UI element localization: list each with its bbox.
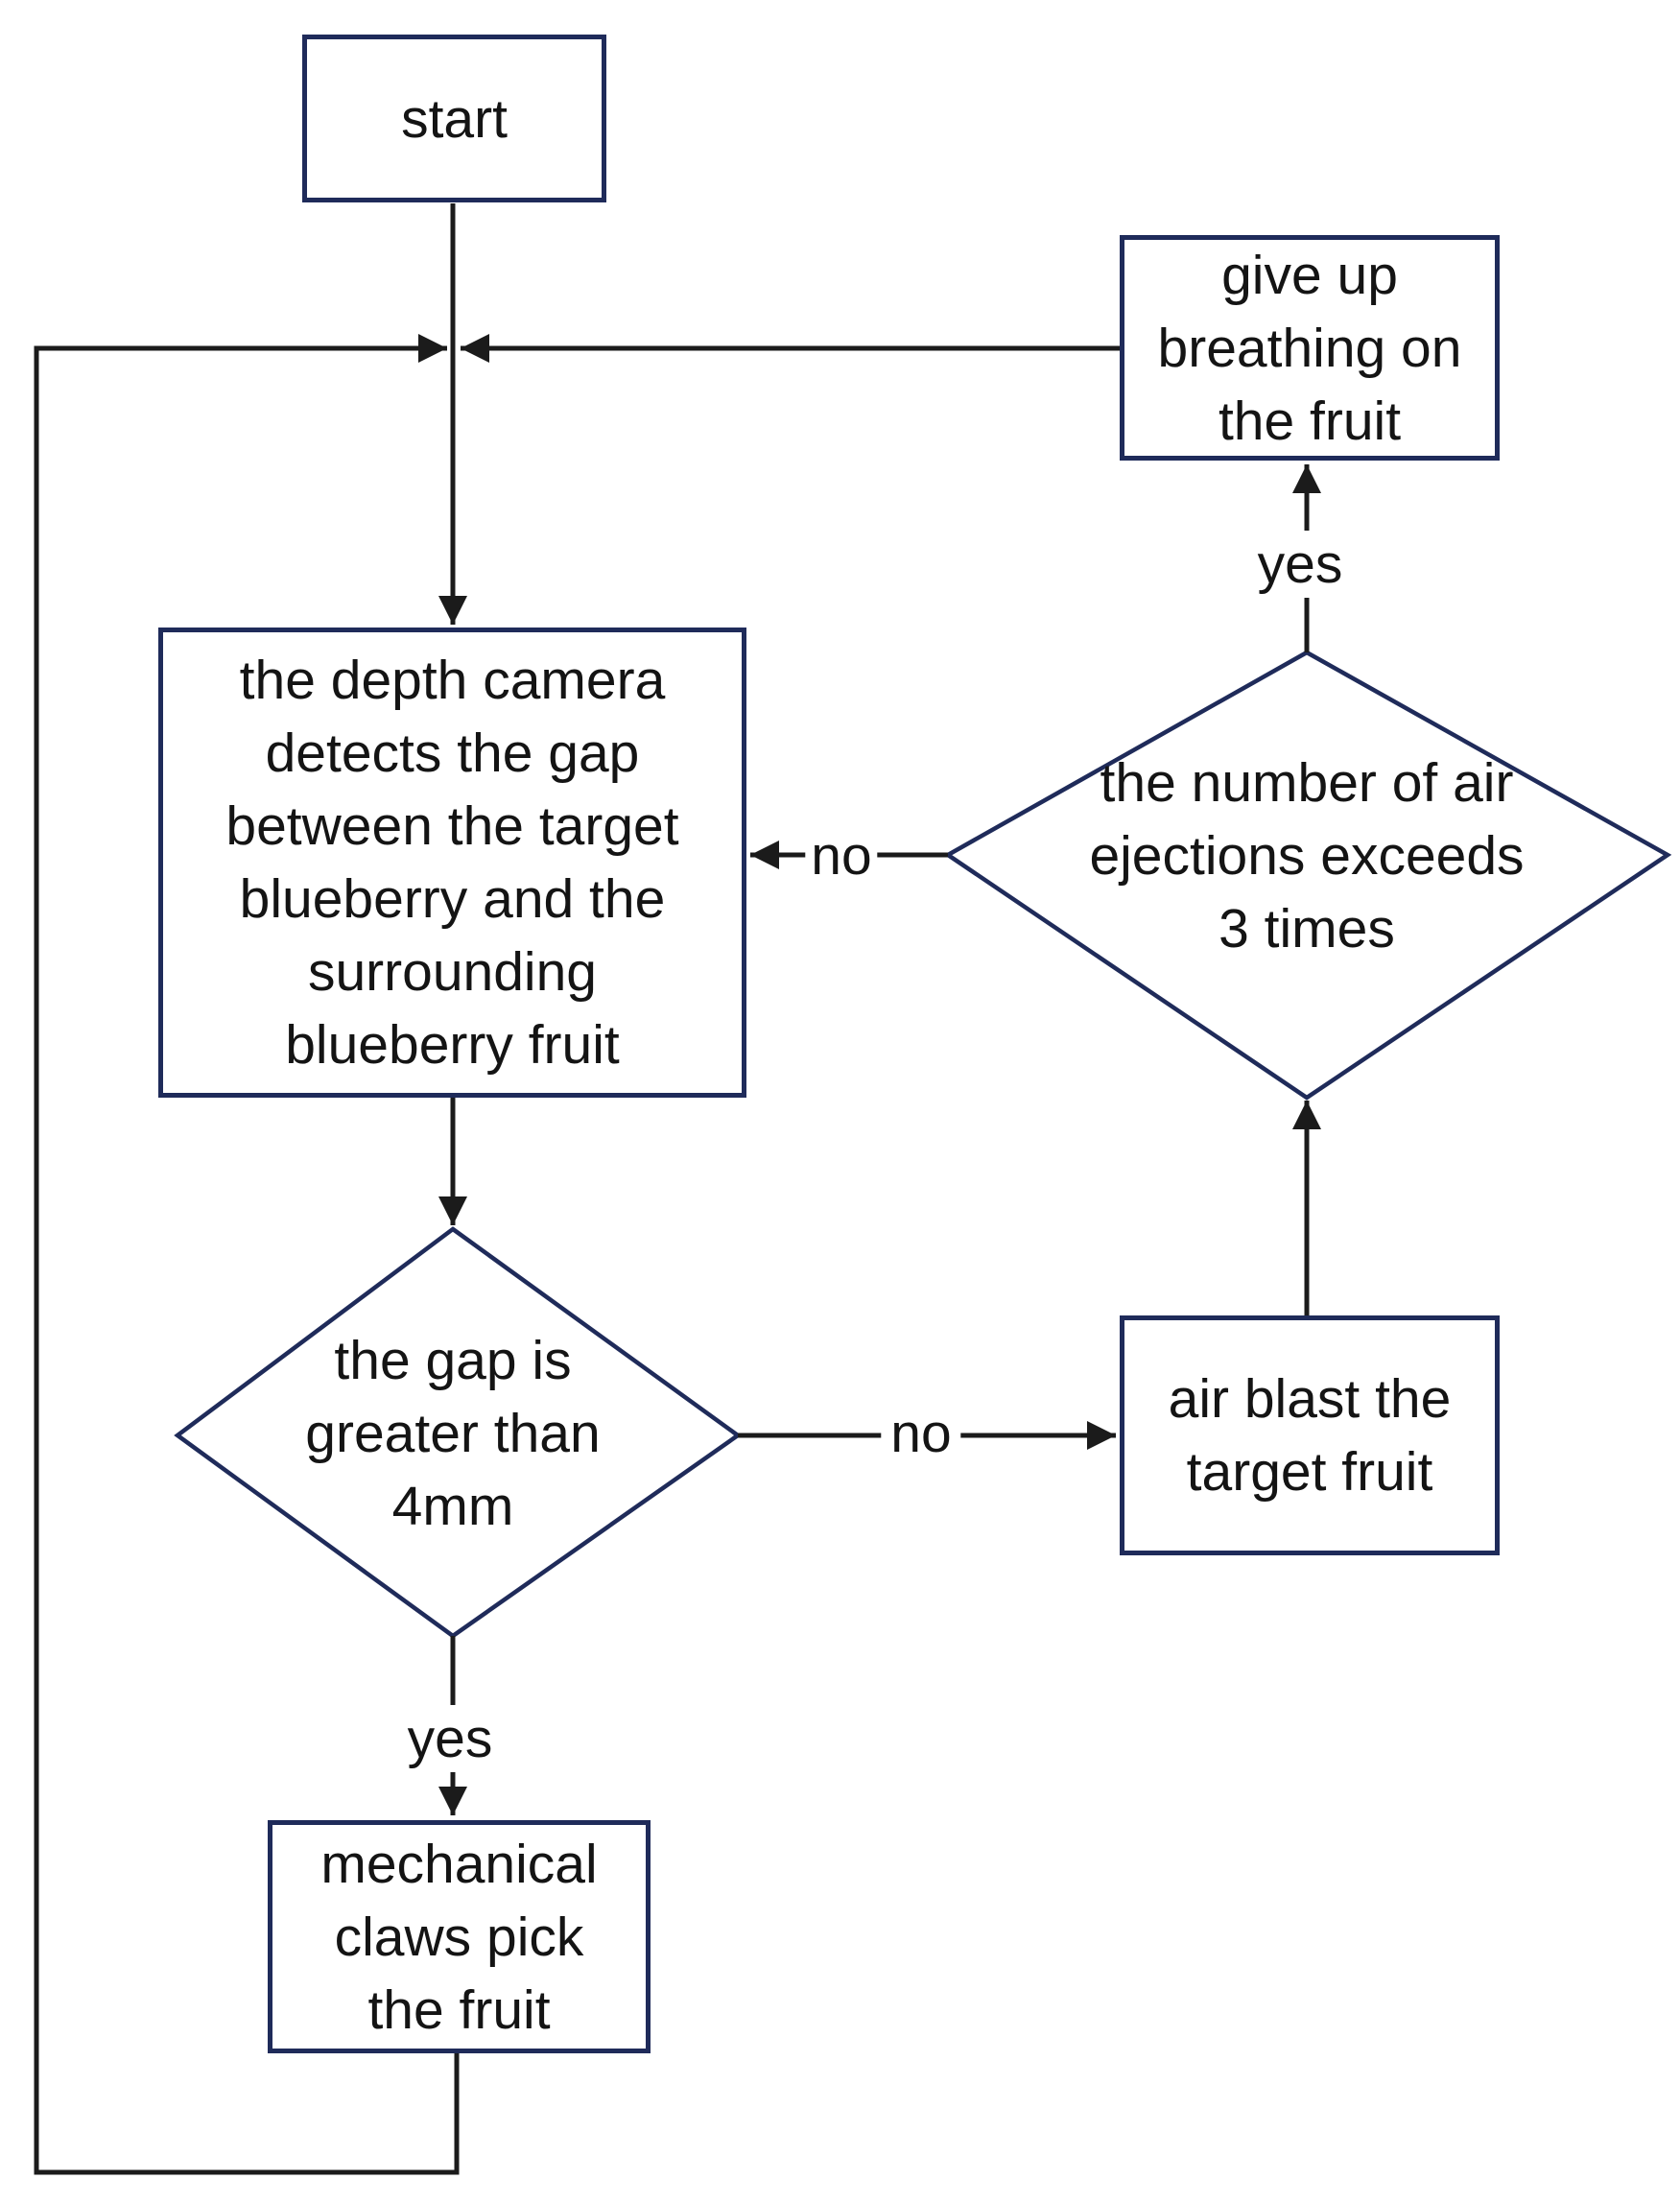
air-ejections-label: the number of air ejections exceeds 3 ti… xyxy=(1089,752,1525,959)
node-start: start xyxy=(302,35,606,202)
air-blast-label: air blast the target fruit xyxy=(1168,1368,1452,1503)
give-up-label: give up breathing on the fruit xyxy=(1157,244,1462,452)
node-give-up-breathing: give up breathing on the fruit xyxy=(1120,235,1500,461)
edge-label-gap-yes: yes xyxy=(397,1705,503,1772)
node-depth-camera: the depth camera detects the gap between… xyxy=(158,628,746,1098)
edge-label-gap-no: no xyxy=(881,1400,961,1467)
edge-label-ejections-yes: yes xyxy=(1247,531,1353,598)
node-air-blast: air blast the target fruit xyxy=(1120,1315,1500,1555)
air-ejections-decision-diamond xyxy=(943,650,1672,1101)
edge-label-ejections-no: no xyxy=(805,822,878,889)
node-mechanical-claws: mechanical claws pick the fruit xyxy=(268,1820,651,2053)
gap-check-label: the gap is greater than 4mm xyxy=(305,1330,601,1537)
connector-claws-loop-back-to-junction xyxy=(34,334,460,2175)
start-label: start xyxy=(401,87,508,150)
mechanical-claws-label: mechanical claws pick the fruit xyxy=(320,1833,598,2041)
depth-camera-label: the depth camera detects the gap between… xyxy=(225,650,679,1076)
